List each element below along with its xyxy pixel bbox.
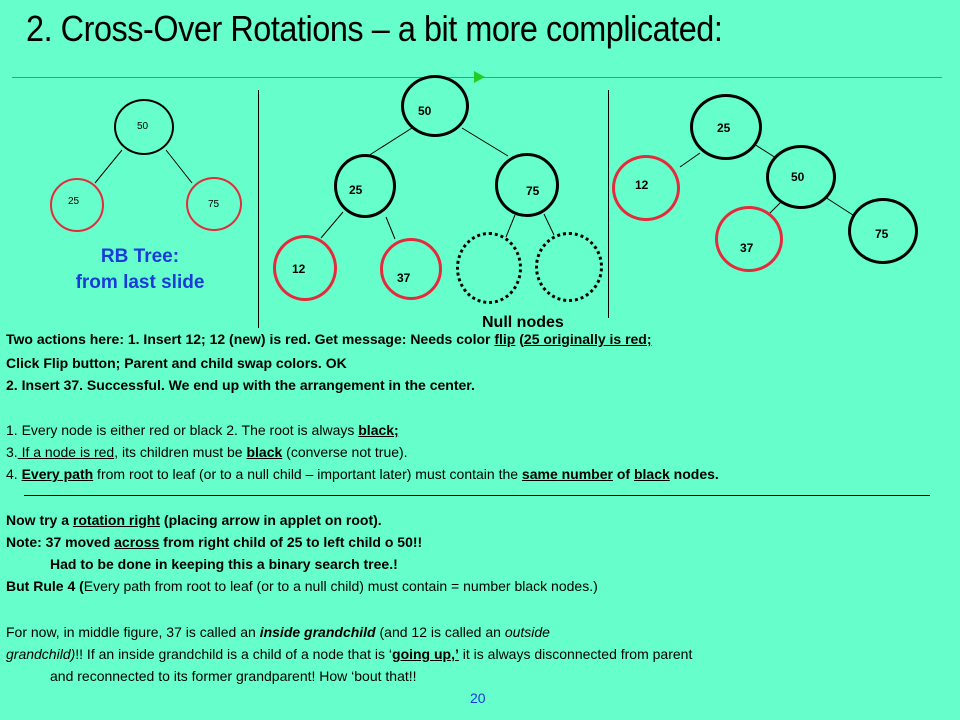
text-run: it is always disconnected from parent bbox=[458, 646, 693, 662]
play-arrow-icon bbox=[474, 71, 485, 83]
text-line: But Rule 4 (Every path from root to leaf… bbox=[6, 576, 598, 596]
text-run: rotation right bbox=[72, 512, 161, 528]
edge bbox=[94, 149, 123, 184]
tree-node-red: 37 bbox=[715, 206, 783, 272]
text-run: Now try a bbox=[6, 512, 73, 528]
edge bbox=[679, 152, 701, 168]
tree-node-black: 50 bbox=[766, 145, 836, 209]
page-title: 2. Cross-Over Rotations – a bit more com… bbox=[26, 8, 723, 49]
text-run: from right child of 25 to left child o 5… bbox=[159, 534, 423, 550]
text-line: Now try a rotation right (placing arrow … bbox=[6, 510, 382, 530]
text-run: black bbox=[633, 466, 670, 482]
tree-node-red: 75 bbox=[186, 177, 242, 231]
tree-node-red: 12 bbox=[273, 235, 337, 301]
node-value: 50 bbox=[137, 121, 149, 132]
tree-node-black: 75 bbox=[495, 153, 559, 217]
divider-left bbox=[258, 90, 259, 328]
text-run: But Rule 4 ( bbox=[6, 578, 84, 594]
tree-node-black: 75 bbox=[848, 198, 918, 264]
rule-line: 4. Every path from root to leaf (or to a… bbox=[6, 464, 719, 484]
text-run: 4. bbox=[6, 466, 22, 482]
text-run: For now, in middle figure, 37 is called … bbox=[6, 624, 260, 640]
null-node bbox=[456, 232, 522, 304]
text-run: (placing arrow in applet on root). bbox=[160, 512, 382, 528]
caption-line: RB Tree: bbox=[100, 246, 180, 267]
node-value: 75 bbox=[875, 227, 889, 241]
tree-node-red: 25 bbox=[50, 178, 104, 232]
section-divider bbox=[24, 495, 930, 496]
text-run: !! If an inside grandchild is a child of… bbox=[75, 646, 393, 662]
edge bbox=[461, 127, 509, 157]
text-run: same number bbox=[521, 466, 613, 482]
text-run: ( bbox=[515, 331, 524, 347]
tree-node-root: 25 bbox=[690, 94, 762, 160]
tree-node-black: 25 bbox=[334, 154, 396, 218]
text-run: grandchild) bbox=[6, 646, 76, 662]
tree-node-red: 12 bbox=[612, 155, 680, 221]
edge bbox=[165, 149, 193, 184]
text-run: inside grandchild bbox=[259, 624, 376, 640]
text-run: red bbox=[93, 444, 115, 460]
caption-line: from last slide bbox=[75, 272, 205, 293]
edge bbox=[824, 196, 857, 218]
text-run: Every path bbox=[21, 466, 94, 482]
text-run: flip bbox=[494, 331, 516, 347]
node-value: 75 bbox=[526, 184, 540, 198]
node-value: 25 bbox=[349, 183, 363, 197]
page-number: 20 bbox=[470, 690, 486, 706]
text-run: outside bbox=[504, 624, 550, 640]
divider-right bbox=[608, 90, 609, 318]
text-run: Every path from root to leaf (or to a nu… bbox=[83, 578, 598, 594]
rule-line: 1. Every node is either red or black 2. … bbox=[6, 420, 399, 440]
text-line: 2. Insert 37. Successful. We end up with… bbox=[6, 377, 475, 393]
text-run: If a node is bbox=[17, 444, 94, 460]
edge bbox=[320, 211, 344, 239]
text-run: from root to leaf (or to a null child – … bbox=[93, 466, 522, 482]
node-value: 25 bbox=[717, 121, 731, 135]
text-run: Two actions here: 1. Insert 12; 12 (new)… bbox=[6, 331, 495, 347]
null-node bbox=[535, 232, 603, 302]
text-run: , its children must be bbox=[114, 444, 247, 460]
node-value: 25 bbox=[68, 196, 80, 207]
node-value: 50 bbox=[791, 170, 805, 184]
edge bbox=[543, 213, 555, 236]
text-line: For now, in middle figure, 37 is called … bbox=[6, 622, 550, 642]
text-run: 3. bbox=[6, 444, 18, 460]
text-run: (and 12 is called an bbox=[375, 624, 505, 640]
text-run: black; bbox=[358, 422, 399, 438]
text-run: 1. Every node is either red or black 2. … bbox=[6, 422, 359, 438]
edge bbox=[505, 214, 516, 238]
node-value: 37 bbox=[397, 271, 411, 285]
node-value: 75 bbox=[208, 199, 220, 210]
text-run: (converse not true). bbox=[282, 444, 408, 460]
rule-line: 3. If a node is red, its children must b… bbox=[6, 442, 408, 462]
text-line: Note: 37 moved across from right child o… bbox=[6, 532, 422, 552]
text-run: nodes. bbox=[669, 466, 719, 482]
null-nodes-label: Null nodes bbox=[482, 314, 564, 331]
node-value: 12 bbox=[635, 178, 649, 192]
text-run: black bbox=[246, 444, 283, 460]
node-value: 50 bbox=[418, 104, 432, 118]
node-value: 12 bbox=[292, 262, 306, 276]
text-run: across bbox=[114, 534, 160, 550]
text-line: and reconnected to its former grandparen… bbox=[50, 668, 417, 684]
text-line: grandchild)!! If an inside grandchild is… bbox=[6, 644, 692, 664]
edge bbox=[753, 143, 777, 159]
tree-node-red: 37 bbox=[380, 238, 442, 300]
text-run: 25 originally is red; bbox=[523, 331, 652, 347]
edge bbox=[385, 216, 396, 240]
edge bbox=[367, 127, 413, 157]
text-line: Two actions here: 1. Insert 12; 12 (new)… bbox=[6, 329, 652, 349]
text-line: Had to be done in keeping this a binary … bbox=[50, 556, 398, 572]
text-line: Click Flip button; Parent and child swap… bbox=[6, 355, 347, 371]
text-run: of bbox=[612, 466, 634, 482]
tree-node-root: 50 bbox=[401, 75, 469, 137]
node-value: 37 bbox=[740, 241, 754, 255]
tree-node-root: 50 bbox=[114, 99, 174, 155]
tree-caption: RB Tree: from last slide bbox=[40, 244, 240, 296]
text-run: going up,’ bbox=[392, 646, 459, 662]
text-run: Note: 37 moved bbox=[6, 534, 115, 550]
